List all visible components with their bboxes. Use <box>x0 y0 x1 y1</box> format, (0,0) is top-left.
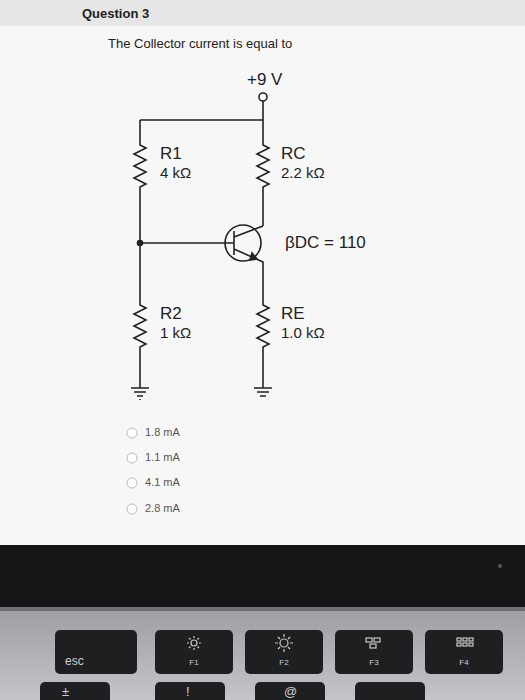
component-value: 2.2 kΩ <box>281 164 325 181</box>
node-text: F2 <box>279 658 288 667</box>
keyboard-key-symbol: @ <box>284 684 297 699</box>
component-name: R2 <box>160 304 182 324</box>
node-text: esc <box>65 654 84 668</box>
node-text: F4 <box>459 658 468 667</box>
keyboard-key: esc <box>55 630 137 674</box>
transistor-beta: βDC = 110 <box>285 233 366 253</box>
question-text: The Collector current is equal to <box>108 36 292 51</box>
answer-option: 1.8 mA <box>145 426 180 438</box>
keyboard-key-symbol: ! <box>186 684 190 699</box>
keyboard-key: F3 <box>335 630 413 674</box>
keyboard-key: F2 <box>245 630 323 674</box>
component-value: 4 kΩ <box>160 164 191 181</box>
answer-option: 1.1 mA <box>145 451 180 463</box>
node-text: Question 3 <box>82 6 149 21</box>
keyboard-key: F1 <box>155 630 233 674</box>
component-name: R1 <box>160 144 182 164</box>
node-text: F1 <box>189 658 198 667</box>
node-text: F3 <box>369 658 378 667</box>
supply-voltage: +9 V <box>247 70 282 90</box>
component-name: RE <box>281 304 305 324</box>
component-value: 1.0 kΩ <box>281 324 325 341</box>
question-header: Question 3 <box>0 0 525 26</box>
component-name: RC <box>281 144 306 164</box>
circuit <box>131 93 272 400</box>
answer-option: 4.1 mA <box>145 476 180 488</box>
keyboard-key-symbol: ± <box>62 684 69 699</box>
keyboard-key: F4 <box>425 630 503 674</box>
component-value: 1 kΩ <box>160 324 191 341</box>
answer-option: 2.8 mA <box>145 502 180 514</box>
